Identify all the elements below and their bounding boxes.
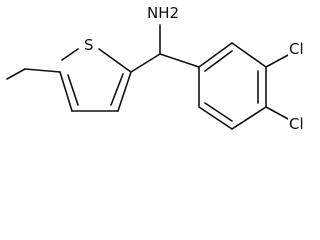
upper-chlorine-label-background xyxy=(288,39,312,59)
amine-label: NH2 xyxy=(147,4,179,22)
benzene-bond-e-double xyxy=(204,102,233,122)
lower-chlorine-label: Cl xyxy=(289,115,304,133)
amine-label-background xyxy=(146,3,178,23)
ethyl-bond-terminal xyxy=(6,68,26,80)
sulfur-label-background xyxy=(82,36,96,54)
thiophene-bond-s-c5 xyxy=(61,48,79,61)
bond-to-lower-chlorine xyxy=(265,106,291,121)
thiophene-bond-c5-c4 xyxy=(59,71,73,112)
sulfur-label: S xyxy=(84,36,94,54)
upper-chlorine-label: Cl xyxy=(289,40,304,58)
thiophene-bond-c3-c2 xyxy=(117,71,132,112)
benzene-bond-a-double xyxy=(204,50,233,72)
bond-central-carbon-to-benzene xyxy=(159,53,200,68)
bond-thiophene-to-central-carbon xyxy=(130,53,161,73)
benzene-bond-b xyxy=(231,42,267,68)
benzene-bond-e xyxy=(198,106,233,130)
ethyl-bond-ring xyxy=(24,68,61,73)
chemical-structure: NH2 S Cl Cl xyxy=(6,3,312,134)
benzene-bond-d xyxy=(231,106,267,130)
lower-chlorine-label-background xyxy=(288,114,312,134)
thiophene-bond-c3-c2-double xyxy=(110,73,124,106)
bond-to-upper-chlorine xyxy=(265,53,291,68)
benzene-bond-a xyxy=(198,42,233,68)
thiophene-bond-c5-c4-double xyxy=(67,74,79,106)
thiophene-bond-c2-s xyxy=(98,48,132,73)
